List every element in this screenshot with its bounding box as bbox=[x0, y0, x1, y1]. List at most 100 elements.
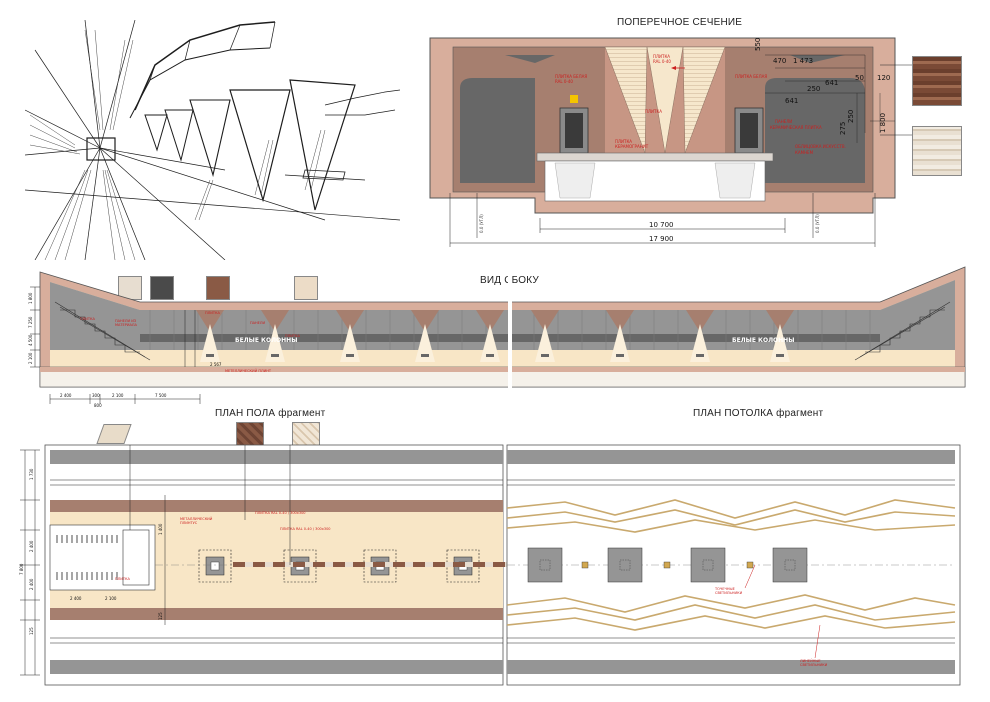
dim-641a: 641 bbox=[785, 97, 798, 105]
ceiling-column bbox=[690, 547, 726, 583]
column-vent bbox=[541, 354, 549, 357]
dim-470: 470 bbox=[773, 57, 786, 65]
floor-strip-brick bbox=[293, 562, 305, 567]
column-capital bbox=[336, 310, 364, 332]
svg-text:ПЛИТКА: ПЛИТКА bbox=[80, 317, 96, 321]
column-capital bbox=[261, 310, 289, 332]
ceiling-column-core bbox=[702, 559, 714, 571]
dim-641b: 641 bbox=[825, 79, 838, 87]
floor-strip-brick bbox=[413, 562, 425, 567]
floor-column-outline bbox=[198, 549, 232, 583]
column-white bbox=[770, 324, 790, 362]
svg-text:ПЛИТКА: ПЛИТКА bbox=[285, 334, 301, 338]
floor-strip-brick bbox=[273, 562, 285, 567]
level-right: 0.0 (УГЛ) bbox=[815, 214, 820, 233]
floor-strip-brick bbox=[493, 562, 505, 567]
floor-strip-stone bbox=[245, 562, 253, 567]
column-white bbox=[690, 324, 710, 362]
floor-strip-stone bbox=[325, 562, 333, 567]
svg-text:ПЛИТКА БЕЛАЯ: ПЛИТКА БЕЛАЯ bbox=[555, 74, 587, 79]
dim-250: 250 bbox=[807, 85, 820, 93]
column-white bbox=[340, 324, 360, 362]
floor-strip-stone bbox=[425, 562, 433, 567]
svg-text:ПЛИТКА: ПЛИТКА bbox=[653, 54, 670, 59]
dim-275: 275 bbox=[839, 122, 847, 135]
column-capital bbox=[766, 310, 794, 332]
dim-side-7250: 7 250 bbox=[28, 316, 33, 328]
column-white bbox=[200, 324, 220, 362]
svg-text:СВЕТИЛЬНИКИ: СВЕТИЛЬНИКИ bbox=[715, 591, 743, 595]
floor-strip-brick bbox=[333, 562, 345, 567]
cross-section-drawing: ПЛИТКА БЕЛАЯ RAL 0-40 ПЛИТКА RAL 0-40 ПЛ… bbox=[429, 37, 896, 247]
swatch-leaders bbox=[880, 64, 912, 136]
dim-50: 50 bbox=[855, 74, 864, 82]
dim-1473: 1 473 bbox=[793, 57, 813, 65]
swatch-side-3 bbox=[206, 276, 230, 300]
svg-text:КЕРАМИЧЕСКАЯ ПЛИТКА: КЕРАМИЧЕСКАЯ ПЛИТКА bbox=[770, 125, 822, 130]
floor-strip-brick bbox=[353, 562, 365, 567]
dim-250b: 250 bbox=[847, 110, 855, 123]
dim-bot-2100: 2 100 bbox=[112, 393, 124, 398]
column-vent bbox=[486, 354, 494, 357]
svg-text:МАТЕРИАЛА: МАТЕРИАЛА bbox=[115, 323, 138, 327]
column-vent bbox=[696, 354, 704, 357]
column-vent bbox=[776, 354, 784, 357]
column-capital bbox=[196, 310, 224, 332]
floor-ceiling-plan: МЕТАЛЛИЧЕСКИЙ ПЛИНТУС ПЛИТКА RAL 0-40 / … bbox=[19, 444, 961, 686]
floor-strip-stone bbox=[485, 562, 493, 567]
ceiling-column-core bbox=[539, 559, 551, 571]
svg-text:ПЛИТКА: ПЛИТКА bbox=[615, 139, 632, 144]
svg-text:ПЛИТКА: ПЛИТКА bbox=[115, 577, 131, 581]
svg-text:МЕТАЛЛИЧЕСКИЙ: МЕТАЛЛИЧЕСКИЙ bbox=[180, 516, 213, 521]
swatch-side-4 bbox=[294, 276, 318, 300]
svg-text:ЛИНЕЙНЫЕ: ЛИНЕЙНЫЕ bbox=[800, 658, 821, 663]
swatch-light-stone bbox=[912, 126, 962, 176]
level-left: 0.0 (УГЛ) bbox=[479, 214, 484, 233]
floor-strip-stone bbox=[385, 562, 393, 567]
svg-text:КЕРАМОГРАНИТ: КЕРАМОГРАНИТ bbox=[615, 144, 649, 149]
svg-text:МЕТЕЛЛИЧЕСКИЙ ПЛИНТ: МЕТЕЛЛИЧЕСКИЙ ПЛИНТ bbox=[225, 368, 272, 373]
dim-side-4500: 4 500 bbox=[28, 334, 33, 346]
dim-550: 550 bbox=[754, 38, 762, 51]
side-view-drawing: БЕЛЫЕ КОЛОННЫ БЕЛЫЕ КОЛОННЫ ПЛИТКА ПАНЕЛ… bbox=[28, 262, 966, 408]
perspective-sketch bbox=[25, 20, 400, 260]
dim-plan-125a: 125 bbox=[29, 627, 34, 635]
dim-1800: 1 800 bbox=[879, 113, 887, 133]
title-cross-section: ПОПЕРЕЧНОЕ СЕЧЕНИЕ bbox=[617, 17, 743, 28]
floor-strip-stone bbox=[265, 562, 273, 567]
svg-text:ПЛИТКА RAL 0-40 / 300x300: ПЛИТКА RAL 0-40 / 300x300 bbox=[280, 527, 331, 531]
ceiling-spot-light bbox=[581, 561, 589, 569]
label-white-columns-2: БЕЛЫЕ КОЛОННЫ bbox=[732, 337, 794, 344]
dim-side-2100: 2 100 bbox=[28, 352, 33, 364]
swatch-brick bbox=[912, 56, 962, 106]
floor-strip-brick bbox=[233, 562, 245, 567]
column-capital bbox=[411, 310, 439, 332]
floor-strip-brick bbox=[453, 562, 465, 567]
dim-plan-2400a: 2 400 bbox=[29, 540, 34, 552]
svg-text:ПЛИНТУС: ПЛИНТУС bbox=[180, 521, 198, 525]
floor-strip-stone bbox=[465, 562, 473, 567]
dim-side-1800: 1 800 bbox=[28, 292, 33, 304]
svg-text:ПЛИТКА: ПЛИТКА bbox=[645, 109, 662, 114]
column-vent bbox=[206, 354, 214, 357]
svg-text:СВЕТИЛЬНИКИ: СВЕТИЛЬНИКИ bbox=[800, 663, 828, 667]
dim-plan-2400b: 2 400 bbox=[29, 578, 34, 590]
svg-text:ПЛИТКА БЕЛАЯ: ПЛИТКА БЕЛАЯ bbox=[735, 74, 767, 79]
dim-plan-1730: 1 730 bbox=[29, 468, 34, 480]
floor-column-core bbox=[210, 561, 220, 571]
floor-strip-brick bbox=[433, 562, 445, 567]
column-vent bbox=[271, 354, 279, 357]
dim-plan-7800: 7 800 bbox=[19, 563, 24, 575]
column-white bbox=[610, 324, 630, 362]
floor-strip-stone bbox=[445, 562, 453, 567]
dim-inner: 10 700 bbox=[649, 221, 674, 229]
svg-text:ПАНЕЛИ: ПАНЕЛИ bbox=[775, 119, 792, 124]
ceiling-column-core bbox=[619, 559, 631, 571]
floor-strip-brick bbox=[473, 562, 485, 567]
floor-strip-stone bbox=[345, 562, 353, 567]
svg-text:ПАНЕЛИ ИЗ: ПАНЕЛИ ИЗ bbox=[115, 319, 137, 323]
svg-text:КАМНЕМ: КАМНЕМ bbox=[795, 150, 814, 155]
column-white bbox=[535, 324, 555, 362]
dim-side-small: 2 567 bbox=[210, 362, 222, 367]
